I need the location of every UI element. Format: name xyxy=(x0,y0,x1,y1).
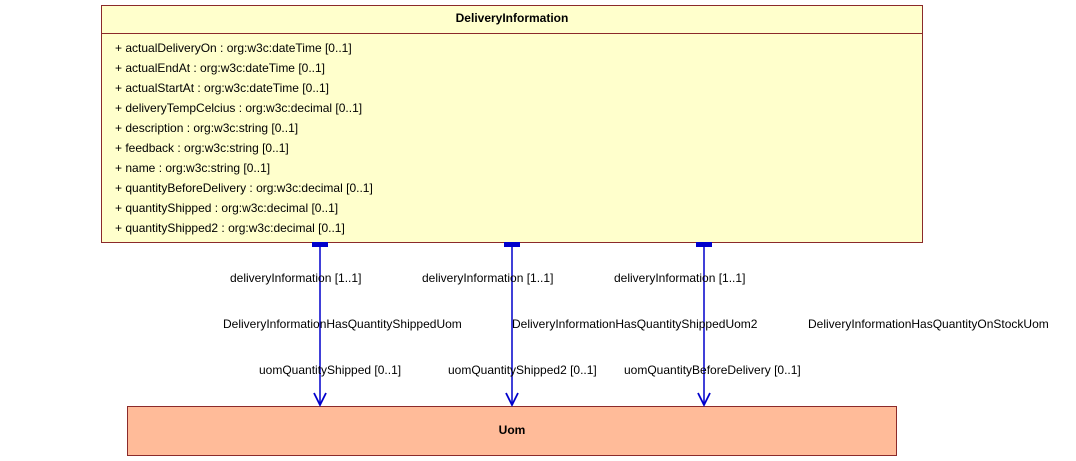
source-end-marker xyxy=(504,242,520,247)
attribute: + quantityShipped2 : org:w3c:decimal [0.… xyxy=(115,221,345,235)
delivery-information-class[interactable]: DeliveryInformation + actualDeliveryOn :… xyxy=(101,5,923,243)
source-role-label: deliveryInformation [1..1] xyxy=(422,271,554,285)
attribute: + actualStartAt : org:w3c:dateTime [0..1… xyxy=(115,81,329,95)
source-end-marker xyxy=(312,242,328,247)
arrowhead xyxy=(697,392,711,408)
association-name-label: DeliveryInformationHasQuantityShippedUom xyxy=(223,317,462,331)
source-end-marker xyxy=(696,242,712,247)
target-role-label: uomQuantityShipped [0..1] xyxy=(259,363,402,377)
class-name: DeliveryInformation xyxy=(102,6,922,34)
arrowhead xyxy=(505,392,519,408)
association-line-quantity-on-stock[interactable] xyxy=(696,242,712,408)
source-role-label: deliveryInformation [1..1] xyxy=(614,271,746,285)
attribute: + quantityShipped : org:w3c:decimal [0..… xyxy=(115,201,339,215)
association-name-label: DeliveryInformationHasQuantityShippedUom… xyxy=(512,317,758,331)
source-role-label: deliveryInformation [1..1] xyxy=(230,271,362,285)
attribute: + feedback : org:w3c:string [0..1] xyxy=(115,141,289,155)
arrowhead xyxy=(313,392,327,408)
association-name-label: DeliveryInformationHasQuantityOnStockUom xyxy=(808,317,1049,331)
association-line-quantity-shipped[interactable] xyxy=(312,242,328,408)
target-role-label: uomQuantityBeforeDelivery [0..1] xyxy=(624,363,801,377)
attribute: + actualEndAt : org:w3c:dateTime [0..1] xyxy=(115,61,325,75)
attribute: + name : org:w3c:string [0..1] xyxy=(115,161,271,175)
attribute: + description : org:w3c:string [0..1] xyxy=(115,121,299,135)
attribute: + actualDeliveryOn : org:w3c:dateTime [0… xyxy=(115,41,352,55)
attribute-list: + actualDeliveryOn : org:w3c:dateTime [0… xyxy=(102,34,922,238)
attribute: + quantityBeforeDelivery : org:w3c:decim… xyxy=(115,181,373,195)
attribute: + deliveryTempCelcius : org:w3c:decimal … xyxy=(115,101,363,115)
target-role-label: uomQuantityShipped2 [0..1] xyxy=(448,363,597,377)
association-line-quantity-shipped2[interactable] xyxy=(504,242,520,408)
